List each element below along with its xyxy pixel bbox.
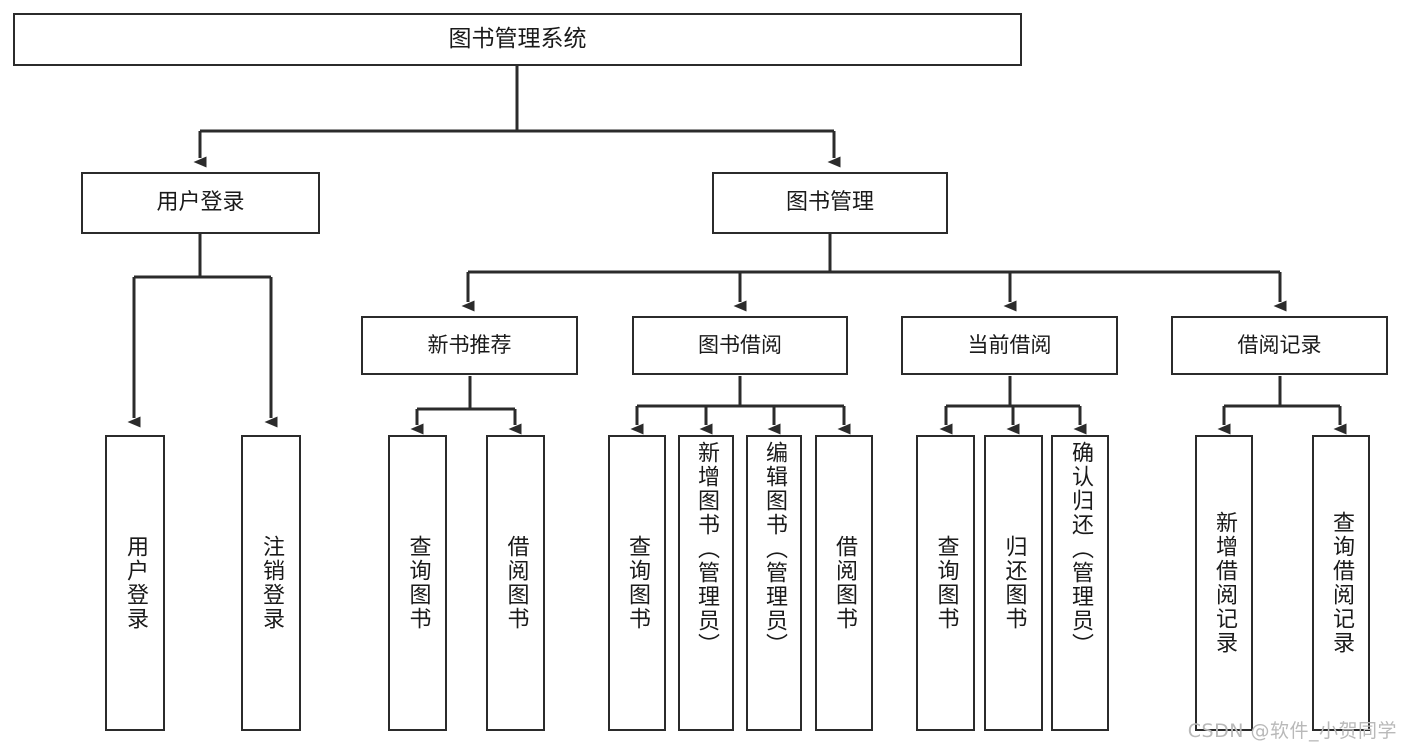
leaf-label: 借阅图书	[503, 535, 529, 631]
leaf-current-borrow-query[interactable]: 查询图书	[916, 435, 975, 731]
leaf-new-book-query[interactable]: 查询图书	[388, 435, 447, 731]
leaf-label: 新增借阅记录	[1212, 511, 1237, 655]
leaf-label: 新增图书（管理员）	[694, 441, 719, 657]
node-current-borrow[interactable]: 当前借阅	[901, 316, 1118, 375]
leaf-label: 查询借阅记录	[1329, 511, 1354, 655]
node-borrow-record[interactable]: 借阅记录	[1171, 316, 1388, 375]
node-root-system[interactable]: 图书管理系统	[13, 13, 1022, 66]
leaf-label: 确认归还（管理员）	[1068, 441, 1093, 657]
leaf-user-login-login[interactable]: 用户登录	[105, 435, 165, 731]
leaf-label: 查询图书	[405, 535, 431, 631]
leaf-label: 查询图书	[625, 535, 650, 631]
leaf-book-borrow-edit[interactable]: 编辑图书（管理员）	[746, 435, 802, 731]
node-root-label: 图书管理系统	[448, 25, 587, 52]
node-user-login-label: 用户登录	[156, 190, 245, 216]
node-book-borrow[interactable]: 图书借阅	[632, 316, 848, 375]
leaf-book-borrow-add[interactable]: 新增图书（管理员）	[678, 435, 734, 731]
node-book-management[interactable]: 图书管理	[712, 172, 948, 234]
leaf-book-borrow-query[interactable]: 查询图书	[608, 435, 666, 731]
leaf-label: 编辑图书（管理员）	[762, 441, 787, 657]
leaf-label: 借阅图书	[832, 535, 857, 631]
leaf-label: 查询图书	[933, 535, 959, 631]
leaf-book-borrow-borrow[interactable]: 借阅图书	[815, 435, 873, 731]
node-new-book-recommend[interactable]: 新书推荐	[361, 316, 578, 375]
leaf-label: 归还图书	[1001, 535, 1027, 631]
node-new-book-recommend-label: 新书推荐	[427, 333, 512, 358]
node-book-borrow-label: 图书借阅	[698, 333, 782, 358]
node-book-management-label: 图书管理	[785, 190, 874, 216]
leaf-label: 用户登录	[123, 535, 148, 631]
node-user-login[interactable]: 用户登录	[81, 172, 320, 234]
leaf-label: 注销登录	[259, 535, 284, 631]
node-borrow-record-label: 借阅记录	[1237, 333, 1322, 358]
leaf-current-borrow-return[interactable]: 归还图书	[984, 435, 1043, 731]
watermark: CSDN @软件_小贺同学	[1187, 720, 1397, 742]
leaf-current-borrow-confirm[interactable]: 确认归还（管理员）	[1051, 435, 1109, 731]
node-current-borrow-label: 当前借阅	[967, 333, 1052, 358]
leaf-new-book-borrow[interactable]: 借阅图书	[486, 435, 545, 731]
leaf-user-login-logout[interactable]: 注销登录	[241, 435, 301, 731]
leaf-borrow-record-query[interactable]: 查询借阅记录	[1312, 435, 1370, 731]
leaf-borrow-record-add[interactable]: 新增借阅记录	[1195, 435, 1253, 731]
